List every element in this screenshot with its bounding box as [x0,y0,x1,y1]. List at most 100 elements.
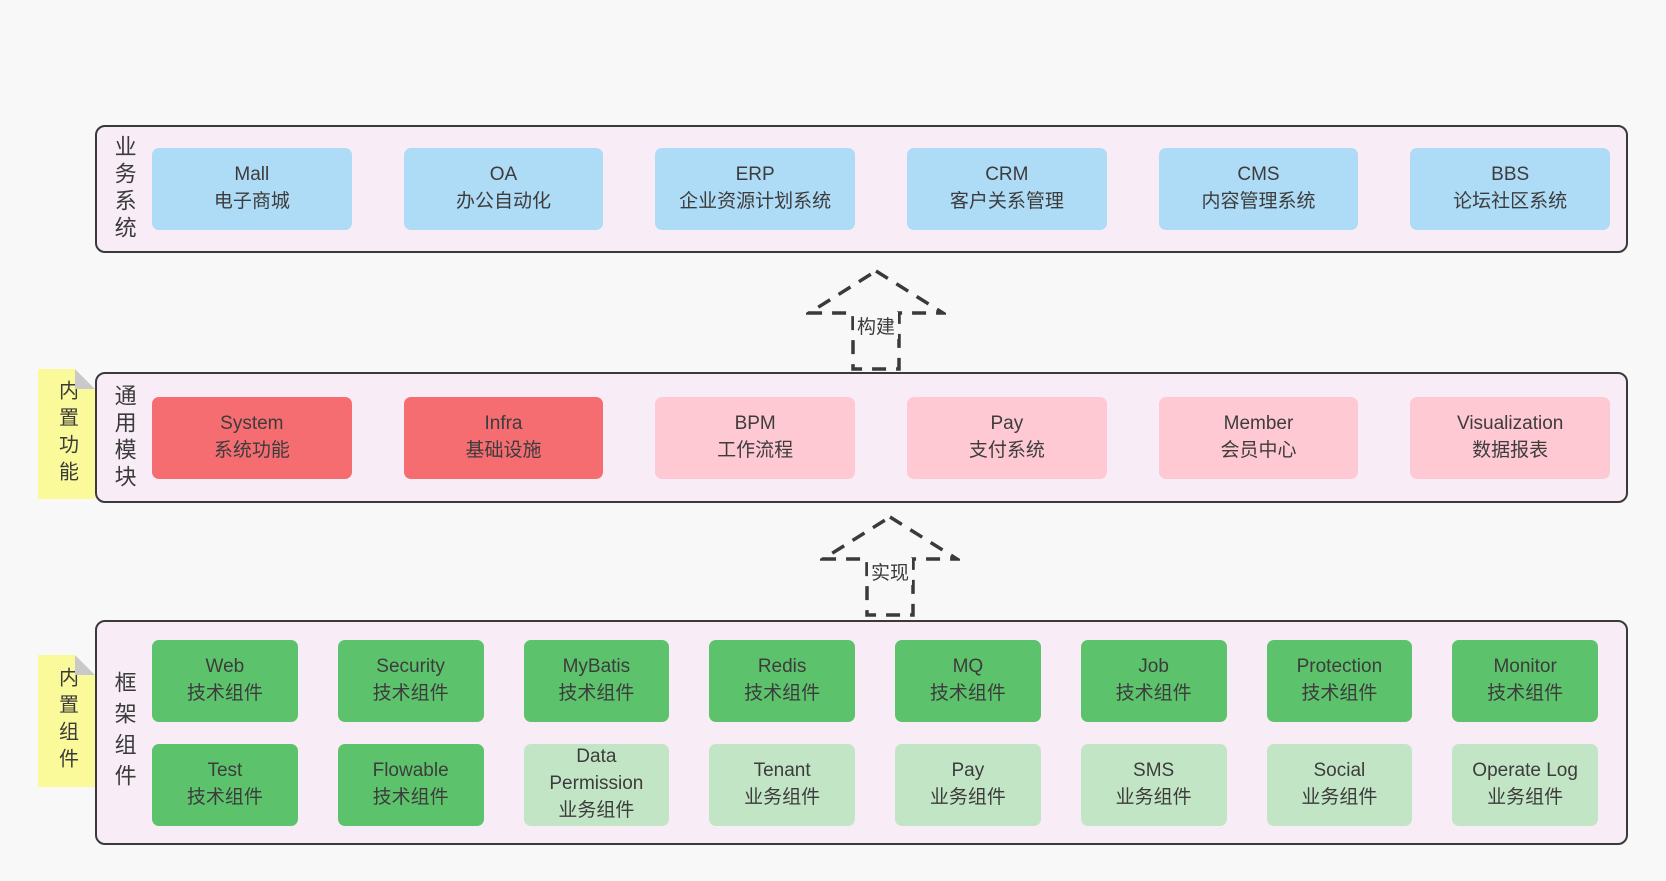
sticky-note-builtin-features: 内置功能 [38,369,95,499]
box-mq: MQ 技术组件 [895,639,1041,722]
panel-label-text: 框架组件 [111,670,137,795]
box-name-zh: 业务组件 [558,799,635,821]
box-member: Member 会员中心 [1158,396,1359,479]
sticky-note-text: 内置功能 [55,380,78,488]
box-name-zh: 技术组件 [929,682,1006,704]
box-name-en: MyBatis [562,655,631,677]
box-job: Job 技术组件 [1080,639,1227,722]
sticky-note-builtin-components: 内置组件 [38,655,95,787]
box-name-en: System [220,412,284,434]
box-name-en: Mall [234,164,270,186]
framework-components-grid: Web 技术组件 Security 技术组件 MyBatis 技术组件 Redi… [150,622,1626,843]
box-bpm: BPM 工作流程 [655,396,855,479]
box-name-zh: 会员中心 [1220,439,1297,461]
box-name-zh: 系统功能 [213,439,290,461]
box-pay-component: Pay 业务组件 [895,743,1041,826]
box-mybatis: MyBatis 技术组件 [523,639,670,722]
box-name-en: Operate Log [1472,759,1578,781]
box-name-en: Infra [484,412,523,434]
box-test: Test 技术组件 [152,743,298,826]
box-name-en: CMS [1237,164,1280,186]
box-social: Social 业务组件 [1266,743,1413,826]
box-name-zh: 技术组件 [372,682,449,704]
box-crm: CRM 客户关系管理 [907,148,1107,230]
box-monitor: Monitor 技术组件 [1452,639,1598,722]
box-name-zh: 内容管理系统 [1201,191,1316,212]
box-bbs: BBS 论坛社区系统 [1410,148,1610,230]
box-cms: CMS 内容管理系统 [1158,148,1359,230]
box-name-en: Job [1138,655,1169,677]
box-name-zh: 业务组件 [929,786,1006,808]
box-mall: Mall 电子商城 [152,148,352,230]
box-name-zh: 电子商城 [213,191,290,212]
box-flowable: Flowable 技术组件 [337,743,484,826]
box-name-en: Flowable [372,759,449,781]
box-name-en: Web [205,655,245,677]
box-name-zh: 业务组件 [744,786,821,808]
box-data-permission: Data Permission 业务组件 [523,743,670,826]
panel-framework-components: 框架组件 Web 技术组件 Security 技术组件 MyBatis 技术组件… [95,620,1628,845]
box-name-en: Member [1223,412,1294,434]
box-name-en: Pay [951,759,985,781]
sticky-note-text: 内置组件 [55,667,78,775]
box-name-zh: 客户关系管理 [949,191,1064,212]
arrow-build: 构建 [802,268,950,372]
box-name-en: Security [376,655,445,677]
box-name-en: Redis [757,655,807,677]
box-name-zh: 技术组件 [186,786,263,808]
box-name-zh: 业务组件 [1115,786,1192,808]
box-infra: Infra 基础设施 [403,396,604,479]
box-name-en: Visualization [1457,412,1564,434]
box-name-zh: 工作流程 [717,439,794,461]
box-name-en: SMS [1133,759,1175,781]
box-erp: ERP 企业资源计划系统 [655,148,855,230]
box-name-zh: 论坛社区系统 [1453,191,1568,212]
box-name-en: OA [489,164,518,186]
panel-label-business-systems: 业务系统 [97,127,150,251]
box-name-en: Social [1313,759,1366,781]
box-name-zh: 技术组件 [558,682,635,704]
box-name-zh: 技术组件 [744,682,821,704]
box-name-en: Data Permission [549,746,644,795]
box-operate-log: Operate Log 业务组件 [1452,743,1598,826]
panel-common-modules: 通用模块 System 系统功能 Infra 基础设施 BPM 工作流程 Pay… [95,372,1628,503]
box-name-zh: 企业资源计划系统 [679,191,832,212]
box-name-zh: 支付系统 [968,439,1045,461]
box-protection: Protection 技术组件 [1266,639,1413,722]
box-name-en: Tenant [753,759,811,781]
panel-business-systems: 业务系统 Mall 电子商城 OA 办公自动化 ERP 企业资源计划系统 CRM… [95,125,1628,253]
panel-label-text: 业务系统 [111,135,137,243]
box-name-en: BBS [1491,164,1530,186]
box-name-en: Protection [1296,655,1383,677]
box-name-en: MQ [952,655,984,677]
panel-label-common-modules: 通用模块 [97,374,150,501]
box-name-en: Monitor [1493,655,1557,677]
box-sms: SMS 业务组件 [1080,743,1227,826]
dashed-up-arrow-icon [802,268,950,371]
business-systems-grid: Mall 电子商城 OA 办公自动化 ERP 企业资源计划系统 CRM 客户关系… [150,127,1626,251]
box-security: Security 技术组件 [337,639,484,722]
box-name-en: ERP [735,164,775,186]
panel-label-text: 通用模块 [111,383,137,492]
box-name-en: Test [207,759,243,781]
common-modules-grid: System 系统功能 Infra 基础设施 BPM 工作流程 Pay 支付系统… [150,374,1626,501]
box-name-zh: 技术组件 [186,682,263,704]
dashed-up-arrow-icon [816,514,964,617]
box-pay-system: Pay 支付系统 [907,396,1107,479]
box-name-en: CRM [985,164,1029,186]
box-name-zh: 业务组件 [1301,786,1378,808]
box-oa: OA 办公自动化 [403,148,604,230]
arrow-implement: 实现 [816,514,964,618]
panel-label-framework-components: 框架组件 [97,622,150,843]
box-name-zh: 基础设施 [465,439,542,461]
box-name-zh: 办公自动化 [455,191,551,212]
box-name-zh: 技术组件 [1115,682,1192,704]
box-name-zh: 数据报表 [1472,439,1549,461]
box-web: Web 技术组件 [152,639,298,722]
box-name-zh: 技术组件 [1301,682,1378,704]
box-name-zh: 技术组件 [1487,682,1564,704]
box-visualization: Visualization 数据报表 [1410,396,1610,479]
box-name-zh: 技术组件 [372,786,449,808]
box-system: System 系统功能 [152,396,352,479]
